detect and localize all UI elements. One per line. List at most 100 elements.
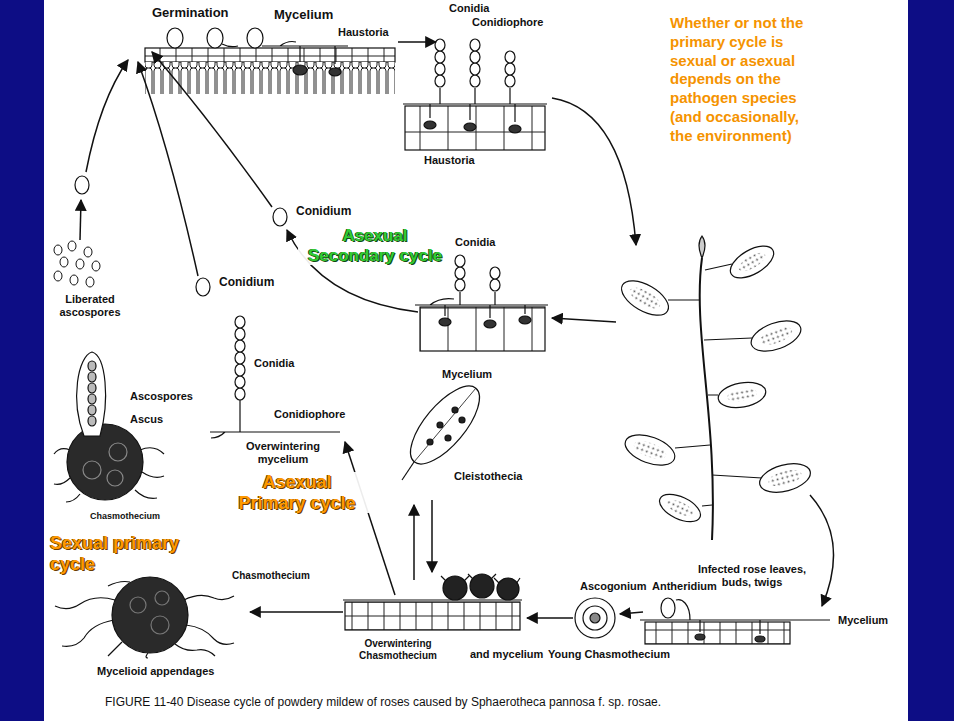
chasmothecium-appendages — [112, 577, 188, 653]
cleistothecia-leaf — [452, 407, 458, 413]
infected-rose-shoot — [655, 489, 704, 528]
part-label: Mycelioid appendages — [95, 665, 216, 678]
young-chasmothecium — [575, 598, 615, 638]
part-label: Germination — [150, 6, 231, 21]
overwintering-mycelium — [235, 316, 245, 328]
part-label: Conidiophore — [272, 408, 348, 421]
chasmothecium-appendages — [155, 591, 169, 605]
leaf-section-germination — [262, 42, 348, 65]
overwintering-mycelium — [235, 364, 245, 376]
chasmothecium-with-ascus — [67, 424, 143, 500]
infected-rose-shoot — [725, 240, 779, 285]
cleistothecia-leaf — [402, 462, 414, 480]
chasmothecium-appendages — [55, 577, 234, 658]
leaf-section-sporulation — [405, 106, 545, 150]
cycle-label: Asexual Primary cycle — [225, 472, 369, 513]
ascospore-cluster — [76, 259, 84, 269]
cycle-arrows — [431, 500, 433, 572]
infected-rose-shoot — [726, 386, 758, 403]
part-label: Ascogonium — [578, 580, 649, 593]
chasmothecium-with-ascus — [83, 461, 101, 479]
part-label: Haustoria — [422, 154, 477, 167]
leaf-section-germination — [167, 28, 183, 48]
infected-rose-shoot — [716, 379, 767, 411]
part-label: Mycelium — [440, 368, 494, 381]
part-label: Conidiophore — [470, 16, 546, 29]
part-label: Conidia — [447, 2, 491, 15]
leaf-section-germination — [207, 28, 223, 48]
chasmothecium-appendages — [130, 597, 146, 613]
leaf-section-germination — [329, 68, 341, 76]
overwintering-mycelium — [235, 328, 245, 340]
cycle-label: Sexual primary cycle — [48, 533, 227, 574]
infected-rose-shoot — [632, 438, 669, 463]
chasmothecium-appendages — [146, 653, 148, 658]
cycle-arrows — [413, 505, 415, 580]
chasmothecium-with-ascus — [77, 352, 106, 436]
ascospore-cluster — [54, 271, 62, 281]
overwintering-mycelium — [235, 352, 245, 364]
leaf-section-sporulation — [435, 63, 445, 75]
sexual-mycelium — [645, 622, 790, 644]
part-label: Conidia — [453, 236, 497, 249]
part-label: Chasmothecium — [230, 570, 312, 582]
leaf-section-sporulation — [509, 125, 521, 133]
leaf-section-sporulation — [470, 75, 480, 87]
leaf-section-sporulation — [464, 123, 476, 131]
sexual-mycelium — [676, 600, 690, 620]
ascospore-cluster — [54, 245, 62, 255]
ascospore-cluster — [70, 275, 78, 285]
cleistothecia-leaf — [414, 388, 476, 462]
cycle-arrows — [86, 60, 128, 172]
conidia-spores — [75, 176, 287, 296]
secondary-mycelium — [519, 316, 531, 324]
part-label: Overwintering Chasmothecium — [350, 638, 446, 661]
chasmothecium-with-ascus — [54, 352, 164, 502]
sexual-mycelium — [755, 636, 765, 642]
chasmothecium-appendages — [55, 598, 115, 609]
leaf-section-sporulation — [435, 39, 445, 51]
secondary-mycelium — [484, 320, 496, 328]
chasmothecium-with-ascus — [107, 470, 123, 486]
part-label: Young Chasmothecium — [546, 648, 672, 661]
leaf-section-germination — [145, 48, 395, 62]
overwintering-mycelium — [235, 388, 245, 400]
part-label: Overwintering mycelium — [236, 440, 330, 465]
secondary-mycelium — [455, 255, 465, 267]
cycle-arrows — [152, 52, 272, 207]
infected-rose-shoot — [699, 236, 705, 258]
sexual-mycelium — [661, 598, 675, 618]
secondary-mycelium — [415, 255, 548, 351]
infected-rose-shoot — [757, 459, 814, 498]
leaf-section-sporulation — [435, 75, 445, 87]
ascospore-cluster — [86, 277, 94, 287]
sexual-mycelium — [640, 598, 830, 644]
infected-rose-shoot — [665, 497, 695, 520]
leaf-section-sporulation — [470, 51, 480, 63]
leaf-section-germination — [293, 65, 307, 75]
cleistothecia-leaf — [399, 375, 491, 474]
cycle-arrows — [552, 98, 636, 245]
cleistothecia-leaf — [445, 435, 451, 441]
conidia-spores — [273, 208, 287, 226]
leaf-section-sporulation — [505, 63, 515, 75]
overwintering-chasmothecia — [470, 574, 494, 598]
chasmothecium-appendages — [151, 616, 169, 634]
overwintering-chasmothecia — [497, 578, 519, 600]
overwintering-mycelium — [235, 340, 245, 352]
overwintering-chasmothecia — [343, 574, 522, 630]
infected-rose-shoot — [627, 283, 663, 312]
overwintering-mycelium — [235, 376, 245, 388]
ascospore-cluster — [84, 247, 92, 257]
part-label: Haustoria — [336, 26, 391, 39]
chasmothecium-appendages — [186, 625, 234, 644]
cycle-arrows — [398, 41, 436, 43]
cycle-arrows — [620, 612, 643, 614]
leaf-section-sporulation — [435, 51, 445, 63]
infected-rose-shoot — [621, 429, 679, 471]
overwintering-chasmothecia — [345, 602, 520, 630]
part-label: Mycelium — [836, 614, 890, 627]
